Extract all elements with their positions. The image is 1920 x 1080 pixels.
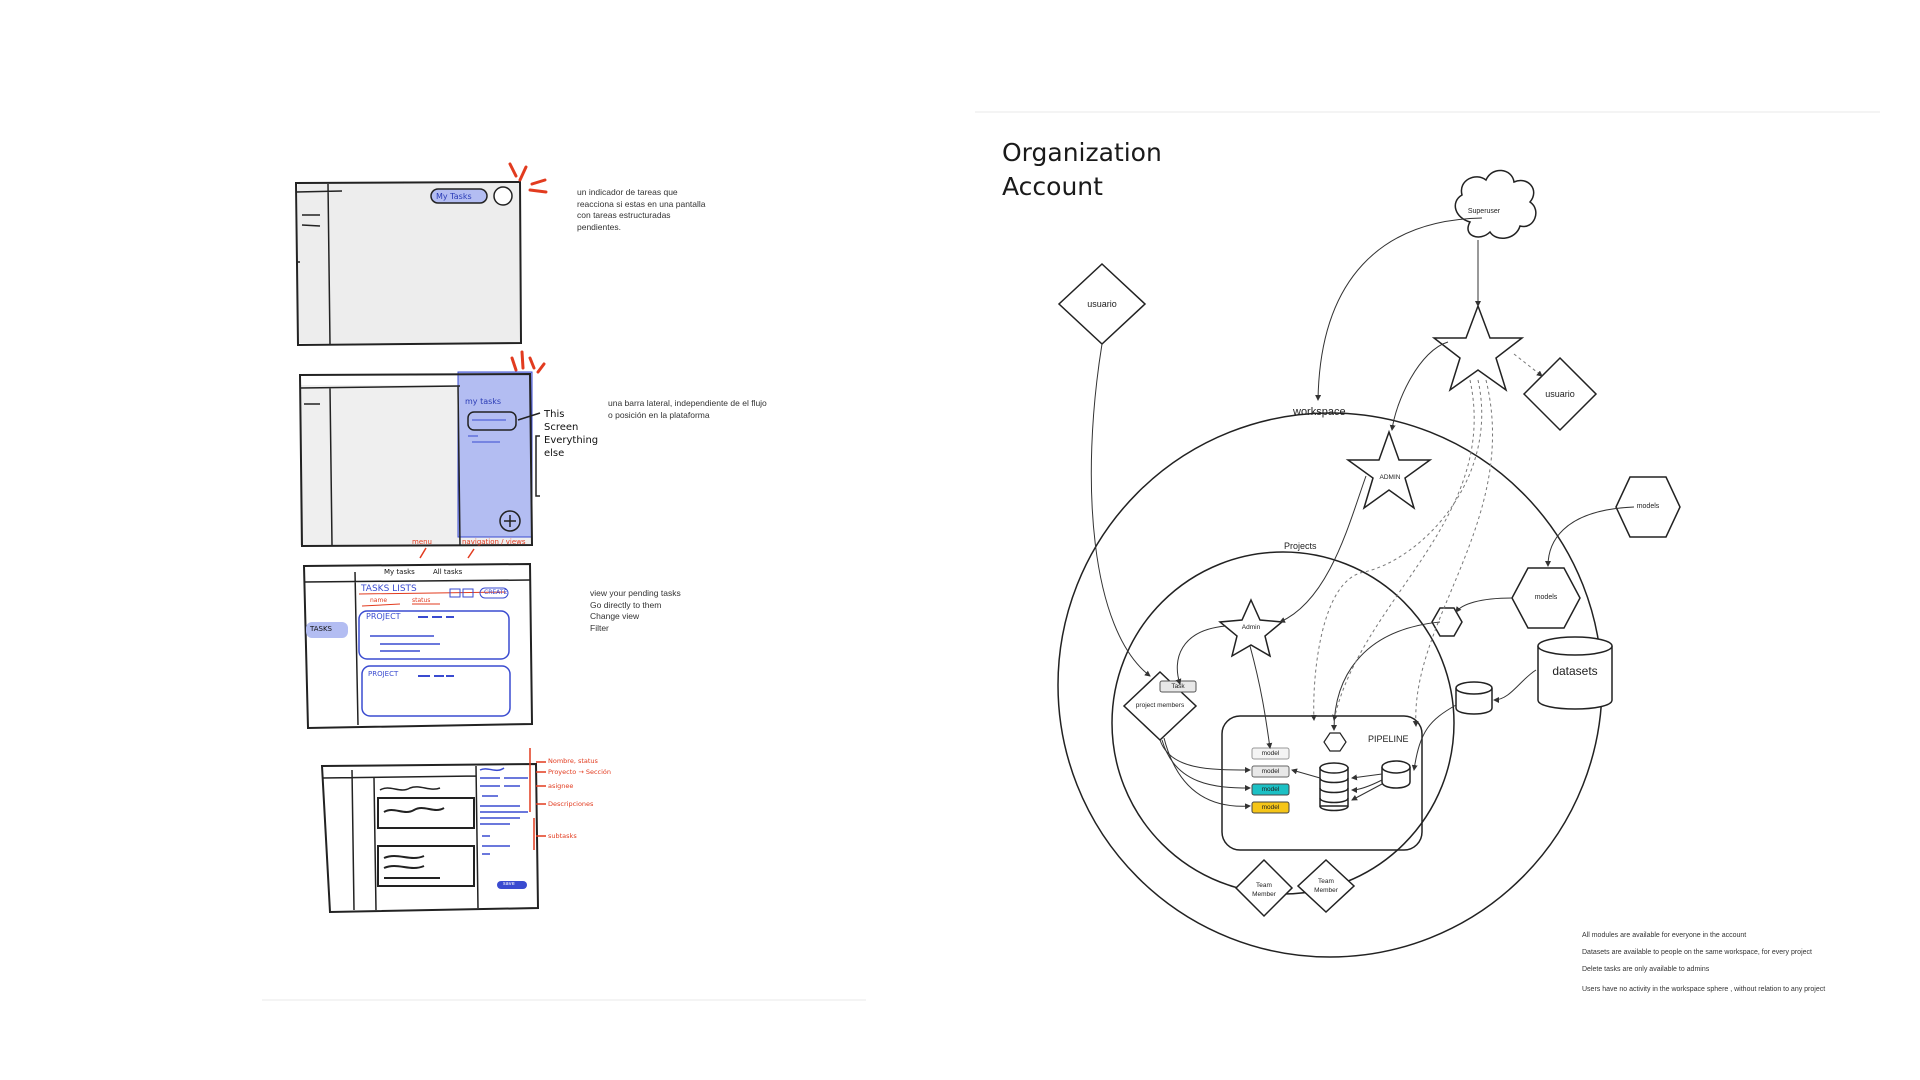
star-top <box>1431 303 1525 392</box>
footnote-4: Users have no activity in the workspace … <box>1582 986 1826 993</box>
create-button-sketch: CREATE <box>484 589 508 596</box>
model-tag-label-1: model <box>1261 750 1280 757</box>
admin-top-label: ADMIN <box>1379 474 1401 481</box>
projects-label: Projects <box>1284 541 1317 551</box>
project-card-2: PROJECT <box>368 670 399 678</box>
tasks-side-label: TASKS <box>310 625 332 633</box>
task-lists-heading: TASKS LISTS <box>361 584 417 594</box>
project-card-1: PROJECT <box>366 612 401 621</box>
sketch-2-note: una barra lateral, independiente de el f… <box>608 398 767 420</box>
annotation-project-section: Proyecto → Sección <box>548 768 612 776</box>
menu-annotation: menu <box>412 538 432 546</box>
database-stack-icon <box>1319 762 1349 812</box>
footnote-2: Datasets are available to people on the … <box>1582 949 1812 956</box>
models-hexagon-top <box>1615 476 1681 538</box>
admin-star <box>1345 429 1433 510</box>
project-members-label: project members <box>1135 702 1185 709</box>
my-tasks-pill-label: My Tasks <box>436 192 472 201</box>
annotation-name-status: Nombre, status <box>548 757 598 765</box>
pipeline-box <box>1221 715 1423 851</box>
annotation-asignee: asignee <box>548 782 574 790</box>
annotation-descriptions: Descripciones <box>548 800 594 808</box>
models-top-label: models <box>1636 503 1660 510</box>
small-hexagon <box>1431 607 1463 637</box>
footnote-3: Delete tasks are only available to admin… <box>1582 966 1710 973</box>
datasets-label: datasets <box>1552 664 1598 678</box>
pipeline-label: PIPELINE <box>1368 734 1409 744</box>
team-member-diamond-2 <box>1296 858 1356 914</box>
footnote-1: All modules are available for everyone i… <box>1582 932 1747 939</box>
team-member-label-2: Team Member <box>1314 878 1338 894</box>
admin-inner-star <box>1218 598 1284 658</box>
usuario-left-label: usuario <box>1087 299 1117 309</box>
save-sketch-label: save <box>503 881 515 887</box>
model-tag-2 <box>1251 765 1290 778</box>
panel-title: my tasks <box>465 397 502 406</box>
name-annotation: name <box>370 597 388 604</box>
status-annotation: status <box>412 597 431 604</box>
model-tag-label-3: model <box>1261 786 1280 793</box>
tab-all-tasks: All tasks <box>433 568 463 576</box>
task-label: Task <box>1171 683 1185 690</box>
team-member-diamond-1 <box>1234 858 1294 918</box>
admin-inner-label: Admin <box>1241 624 1261 631</box>
model-tag-3 <box>1251 783 1290 796</box>
workspace-label: workspace <box>1293 406 1346 418</box>
model-tag-label-4: model <box>1261 804 1280 811</box>
team-member-label-1: Team Member <box>1252 882 1276 898</box>
navigation-annotation: navigation / views <box>462 538 526 546</box>
diagram-title: Organization Account <box>1002 138 1162 201</box>
datasets-cylinder <box>1537 646 1613 710</box>
annotation-subtasks: subtasks <box>548 832 577 840</box>
models-inner-label: models <box>1534 594 1558 601</box>
tiny-hexagon <box>1323 732 1347 752</box>
cloud-icon <box>1454 169 1537 239</box>
model-tag-4 <box>1251 801 1290 814</box>
small-cylinder <box>1455 688 1493 715</box>
tab-my-tasks: My tasks <box>384 568 415 576</box>
usuario-right-label: usuario <box>1545 389 1575 399</box>
model-tag-label-2: model <box>1261 768 1280 775</box>
superuser-label: Superuser <box>1467 208 1501 215</box>
